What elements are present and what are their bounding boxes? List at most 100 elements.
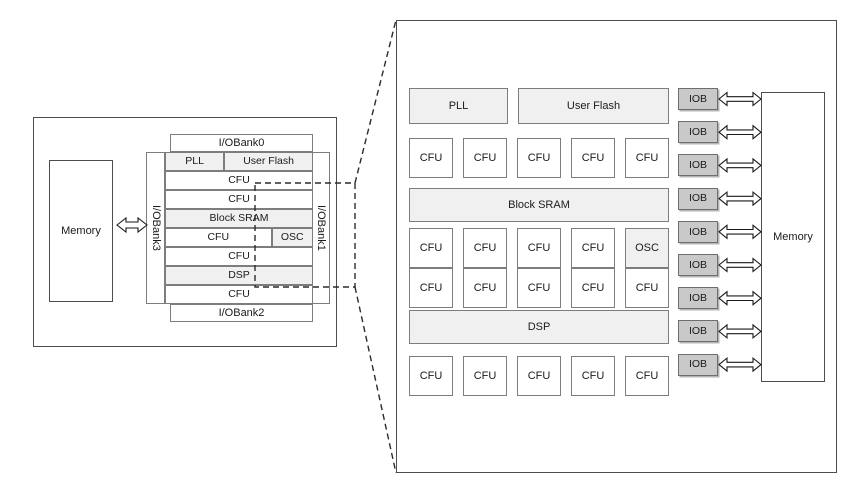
right-block-cfu: CFU — [463, 138, 507, 178]
left-cell-label: User Flash — [243, 155, 294, 168]
left-cell-label: CFU — [228, 174, 250, 187]
iob-label: IOB — [688, 291, 708, 304]
right-block-label: CFU — [527, 281, 551, 294]
right-block-label: CFU — [419, 241, 443, 254]
iob-label: IOB — [688, 225, 708, 238]
left-cell-cfu: CFU — [165, 285, 313, 304]
right-block-label: PLL — [448, 99, 469, 112]
iob-block: IOB — [678, 220, 718, 243]
right-block-cfu: CFU — [517, 268, 561, 308]
iob-block: IOB — [678, 353, 718, 376]
right-memory-block: Memory — [761, 92, 825, 382]
left-iobank1-label: I/OBank1 — [315, 205, 327, 251]
right-block-label: Block SRAM — [508, 198, 570, 211]
right-block-cfu: CFU — [517, 356, 561, 396]
iob-block: IOB — [678, 320, 718, 343]
right-block-cfu: CFU — [463, 268, 507, 308]
left-cell-label: CFU — [228, 288, 250, 301]
right-panel-outline — [396, 20, 837, 473]
right-block-label: CFU — [635, 151, 659, 164]
right-block-label: DSP — [527, 320, 551, 333]
right-block-label: CFU — [473, 281, 497, 294]
right-block-label: CFU — [635, 281, 659, 294]
iob-block: IOB — [678, 254, 718, 276]
left-memory-block: Memory — [49, 160, 113, 302]
right-block-cfu: CFU — [517, 138, 561, 178]
right-block-osc: OSC — [625, 228, 669, 268]
iob-block: IOB — [678, 154, 718, 177]
right-block-block-sram: Block SRAM — [409, 188, 669, 222]
left-iobank0-label: I/OBank0 — [218, 136, 265, 149]
iob-label: IOB — [688, 92, 708, 105]
right-block-cfu: CFU — [409, 268, 453, 308]
iob-label: IOB — [688, 125, 708, 138]
right-block-cfu: CFU — [571, 138, 615, 178]
right-block-label: CFU — [419, 281, 443, 294]
left-iobank1: I/OBank1 — [311, 152, 330, 304]
left-cell-label: DSP — [228, 269, 250, 282]
right-block-label: CFU — [581, 369, 605, 382]
right-block-label: CFU — [527, 241, 551, 254]
left-iobank2-label: I/OBank2 — [218, 306, 265, 319]
left-cell-osc: OSC — [271, 228, 313, 247]
iob-block: IOB — [678, 121, 718, 144]
right-block-dsp: DSP — [409, 310, 669, 344]
left-cell-pll: PLL — [165, 152, 225, 171]
callout-line-top — [354, 19, 397, 184]
right-block-cfu: CFU — [625, 356, 669, 396]
right-block-cfu: CFU — [409, 138, 453, 178]
right-block-label: CFU — [473, 241, 497, 254]
right-block-label: OSC — [635, 241, 659, 254]
left-cell-label: PLL — [185, 155, 204, 168]
iob-label: IOB — [688, 258, 708, 271]
right-block-label: CFU — [581, 241, 605, 254]
iob-label: IOB — [688, 358, 708, 371]
right-block-label: CFU — [419, 151, 443, 164]
right-block-cfu: CFU — [571, 228, 615, 268]
left-cell-label: CFU — [228, 193, 250, 206]
right-block-cfu: CFU — [463, 228, 507, 268]
right-block-cfu: CFU — [625, 138, 669, 178]
left-cell-dsp: DSP — [165, 266, 313, 285]
iob-label: IOB — [688, 192, 708, 205]
right-block-label: CFU — [419, 369, 443, 382]
iob-block: IOB — [678, 187, 718, 210]
right-block-user-flash: User Flash — [518, 88, 669, 124]
right-block-cfu: CFU — [409, 356, 453, 396]
right-block-cfu: CFU — [517, 228, 561, 268]
right-block-label: User Flash — [566, 99, 621, 112]
iob-label: IOB — [688, 325, 708, 338]
left-cell-label: OSC — [280, 231, 304, 244]
right-block-cfu: CFU — [409, 228, 453, 268]
right-block-label: CFU — [581, 281, 605, 294]
left-cell-label: CFU — [228, 250, 250, 263]
left-cell-label: CFU — [207, 231, 230, 244]
iob-block: IOB — [678, 287, 718, 310]
right-block-cfu: CFU — [571, 268, 615, 308]
left-cell-cfu: CFU — [165, 228, 272, 247]
left-cell-cfu: CFU — [165, 190, 313, 209]
iob-label: IOB — [688, 159, 708, 172]
right-block-cfu: CFU — [571, 356, 615, 396]
iob-block: IOB — [678, 88, 718, 110]
right-block-cfu: CFU — [463, 356, 507, 396]
right-block-label: CFU — [527, 369, 551, 382]
right-block-cfu: CFU — [625, 268, 669, 308]
right-memory-label: Memory — [773, 230, 813, 243]
callout-line-bottom — [354, 286, 397, 474]
right-block-label: CFU — [473, 151, 497, 164]
left-cell-cfu: CFU — [165, 247, 313, 266]
right-block-label: CFU — [527, 151, 551, 164]
left-cell-label: Block SRAM — [209, 212, 269, 225]
left-cell-block-sram: Block SRAM — [165, 209, 313, 228]
left-iobank0: I/OBank0 — [170, 134, 313, 152]
left-cell-user-flash: User Flash — [224, 152, 313, 171]
left-iobank2: I/OBank2 — [170, 304, 313, 322]
left-iobank3: I/OBank3 — [146, 152, 165, 304]
right-block-label: CFU — [635, 369, 659, 382]
right-block-label: CFU — [581, 151, 605, 164]
left-memory-label: Memory — [61, 224, 101, 237]
right-block-pll: PLL — [409, 88, 508, 124]
left-cell-cfu: CFU — [165, 171, 313, 190]
left-iobank3-label: I/OBank3 — [150, 205, 162, 251]
